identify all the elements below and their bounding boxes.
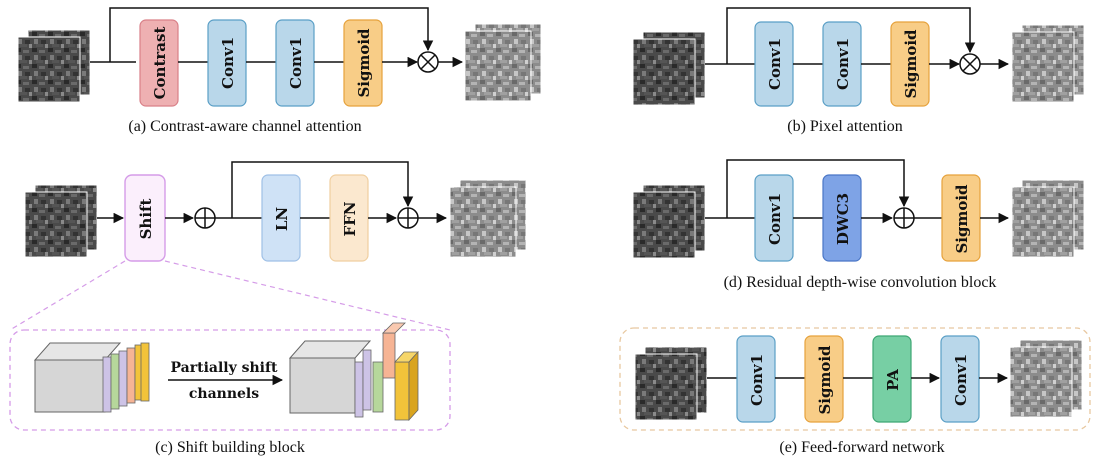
ln-label: LN	[273, 207, 291, 232]
conv1-block-a1: Conv1	[207, 19, 247, 107]
input-image-e	[634, 346, 708, 421]
caption-c: (c) Shift building block	[155, 439, 305, 456]
output-image-e	[1009, 339, 1083, 418]
output-image-d	[1011, 179, 1085, 258]
multiply-operator-a	[417, 51, 439, 73]
caption-d: (d) Residual depth-wise convolution bloc…	[724, 274, 997, 291]
add-operator-d	[893, 207, 915, 229]
add-operator-c2	[397, 207, 419, 229]
output-image-b	[1011, 24, 1085, 103]
conv1-label: Conv1	[834, 38, 852, 90]
shift-label: Shift	[137, 199, 155, 240]
sigmoid-label: Sigmoid	[816, 345, 834, 415]
dwc3-label: DWC3	[834, 193, 852, 245]
pa-block: PA	[872, 335, 912, 423]
conv1-block-e1: Conv1	[736, 335, 776, 423]
shift-label-line2: channels	[189, 386, 259, 402]
contrast-block: Contrast	[139, 19, 179, 107]
conv1-label: Conv1	[952, 354, 970, 406]
sigmoid-label: Sigmoid	[902, 29, 920, 99]
contrast-label: Contrast	[151, 27, 169, 100]
shift-inset: Partially shift channels	[9, 322, 451, 431]
caption-e: (e) Feed-forward network	[779, 439, 944, 456]
ffn-block: FFN	[329, 174, 369, 262]
conv1-block-b1: Conv1	[754, 21, 794, 107]
conv1-block-b2: Conv1	[822, 21, 862, 107]
sigmoid-block-d: Sigmoid	[941, 174, 981, 262]
input-image-d	[632, 184, 706, 259]
output-image-a	[464, 23, 542, 102]
sigmoid-label: Sigmoid	[953, 184, 971, 254]
panel-d: Conv1 DWC3 Sigmoid (d) Residual depth-wi…	[632, 159, 1085, 291]
conv1-block-d: Conv1	[754, 174, 794, 262]
conv1-label: Conv1	[287, 37, 305, 89]
conv1-label: Conv1	[219, 37, 237, 89]
panel-a: Contrast Conv1 Conv1 Sigmoid (a) Contras…	[17, 7, 542, 135]
add-operator-c1	[194, 207, 216, 229]
conv1-label: Conv1	[748, 354, 766, 406]
conv1-label: Conv1	[766, 193, 784, 245]
dwc3-block: DWC3	[822, 174, 862, 262]
panel-b: Conv1 Conv1 Sigmoid (b) Pixel attention	[632, 7, 1085, 135]
sigmoid-label: Sigmoid	[355, 28, 373, 98]
tensor-before-shift	[33, 342, 150, 413]
shift-block: Shift	[124, 174, 166, 262]
pa-label: PA	[884, 369, 902, 391]
ln-block: LN	[261, 174, 301, 262]
conv1-block-a2: Conv1	[275, 19, 315, 107]
sigmoid-block-e: Sigmoid	[804, 335, 844, 423]
sigmoid-block-a: Sigmoid	[343, 19, 383, 107]
caption-b: (b) Pixel attention	[787, 118, 903, 135]
conv1-block-e2: Conv1	[940, 335, 980, 423]
multiply-operator-b	[959, 53, 981, 75]
panel-c: Shift LN FFN	[9, 161, 527, 456]
conv1-label: Conv1	[766, 38, 784, 90]
ffn-label: FFN	[341, 201, 359, 236]
panel-e: Conv1 Sigmoid PA Conv1 (e) Feed-forward …	[619, 327, 1091, 456]
output-image-c	[449, 179, 527, 258]
input-image-a	[17, 29, 91, 103]
input-image-b	[632, 31, 706, 106]
input-image-c	[24, 184, 98, 258]
shift-label-line1: Partially shift	[171, 360, 279, 376]
sigmoid-block-b: Sigmoid	[890, 21, 930, 107]
caption-a: (a) Contrast-aware channel attention	[128, 118, 361, 135]
tensor-after-shift	[288, 322, 419, 422]
